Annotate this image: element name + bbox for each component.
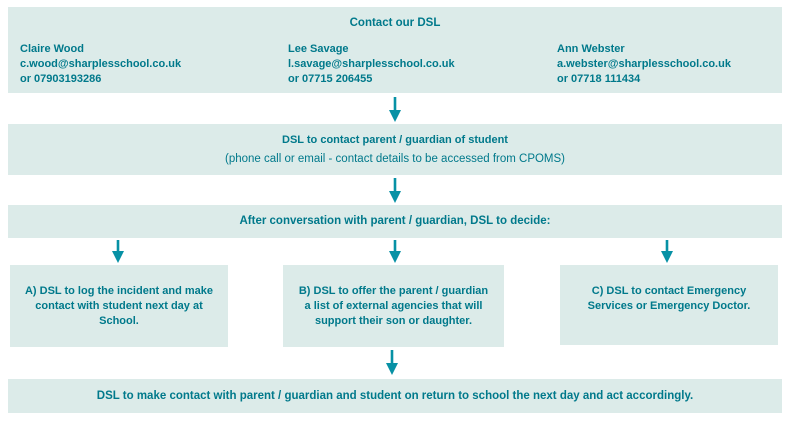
down-arrow-icon: [388, 97, 402, 122]
contact-email: l.savage@sharplesschool.co.uk: [288, 58, 455, 70]
dsl-decide-box: After conversation with parent / guardia…: [8, 205, 782, 238]
contact-parent-title: DSL to contact parent / guardian of stud…: [282, 133, 508, 146]
down-arrow-icon: [388, 178, 402, 203]
contact-phone: or 07718 111434: [557, 73, 641, 85]
option-c-label: C) DSL to contact Emergency Services or …: [587, 285, 751, 312]
final-step-box: DSL to make contact with parent / guardi…: [8, 379, 782, 413]
option-c-box: C) DSL to contact Emergency Services or …: [560, 265, 778, 345]
contact-name: Ann Webster: [557, 43, 625, 55]
contact-dsl-box: Contact our DSL Claire Wood c.wood@sharp…: [8, 7, 782, 93]
contact-card-ann-webster: Ann Webster a.webster@sharplesschool.co.…: [557, 42, 731, 87]
contact-phone: or 07903193286: [20, 73, 102, 85]
option-b-box: B) DSL to offer the parent / guardian a …: [283, 265, 504, 347]
down-arrow-icon: [660, 240, 674, 265]
contact-card-lee-savage: Lee Savage l.savage@sharplesschool.co.uk…: [288, 42, 455, 87]
option-a-label: A) DSL to log the incident and make cont…: [24, 284, 214, 327]
down-arrow-icon: [388, 240, 402, 265]
contact-email: a.webster@sharplesschool.co.uk: [557, 58, 731, 70]
contact-email: c.wood@sharplesschool.co.uk: [20, 58, 182, 70]
contact-card-claire-wood: Claire Wood c.wood@sharplesschool.co.uk …: [20, 42, 181, 87]
option-b-label: B) DSL to offer the parent / guardian a …: [298, 284, 489, 327]
contact-phone: or 07715 206455: [288, 73, 373, 85]
dsl-decide-title: After conversation with parent / guardia…: [239, 215, 551, 227]
final-step-label: DSL to make contact with parent / guardi…: [96, 389, 694, 402]
contact-name: Lee Savage: [288, 43, 349, 55]
down-arrow-icon: [385, 350, 399, 375]
contact-name: Claire Wood: [20, 43, 84, 55]
option-a-box: A) DSL to log the incident and make cont…: [10, 265, 228, 347]
contact-dsl-title: Contact our DSL: [349, 17, 441, 29]
contact-parent-subtitle: (phone call or email - contact details t…: [224, 152, 566, 165]
contact-parent-box: DSL to contact parent / guardian of stud…: [8, 124, 782, 175]
down-arrow-icon: [111, 240, 125, 265]
